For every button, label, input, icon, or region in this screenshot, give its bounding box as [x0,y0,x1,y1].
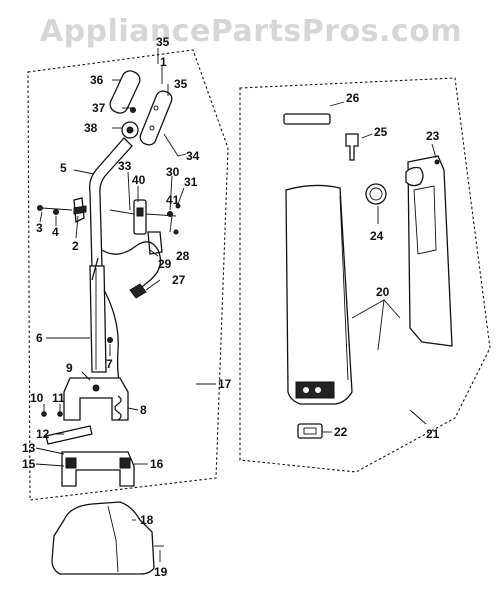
callout-4: 4 [52,225,59,239]
cord-hook [73,197,87,224]
screw [130,107,136,113]
callout-6: 6 [36,331,43,345]
callout-41: 41 [166,193,180,207]
lower-handle-tube [89,257,107,373]
callout-20: 20 [376,285,390,299]
callout-3: 3 [36,221,43,235]
callout-19: 19 [154,565,168,579]
callout-34: 34 [186,149,200,163]
handle-bracket [63,377,129,421]
watermark: AppliancePartsPros.com [39,14,463,49]
callout-13: 13 [22,441,36,455]
screw [57,411,63,417]
callout-21: 21 [426,427,440,441]
callout-5: 5 [60,161,67,175]
callout-11: 11 [52,391,65,405]
callout-38: 38 [84,121,98,135]
callout-15: 15 [22,457,36,471]
callout-28: 28 [176,249,190,263]
callout-35: 35 [174,77,188,91]
callout-27: 27 [172,273,186,287]
callout-31: 31 [184,175,198,189]
cord-clamp [147,229,179,255]
handle-grip [109,70,141,114]
callout-36: 36 [90,73,104,87]
callout-9: 9 [66,361,73,375]
dust-bag [285,184,353,405]
callout-22: 22 [334,425,348,439]
callout-18: 18 [140,513,154,527]
power-cord [101,241,162,399]
callout-2: 2 [72,239,79,253]
callout-23: 23 [426,129,440,143]
callout-16: 16 [150,457,164,471]
callout-33: 33 [118,159,132,173]
ball-joint [121,121,139,139]
callout-29: 29 [158,257,172,271]
callout-25: 25 [374,125,388,139]
screw [41,411,47,417]
handle-group-outline [27,49,229,501]
bag-adapter [297,423,323,439]
bag-ring [365,183,387,205]
base-bracket [61,451,135,487]
switch-assembly [109,199,181,235]
callout-12: 12 [36,427,50,441]
callout-35: 35 [156,35,170,49]
bag-bar [283,113,331,125]
callout-40: 40 [132,173,146,187]
callout-24: 24 [370,229,384,243]
callout-26: 26 [346,91,360,105]
base-cover [51,501,155,575]
screw [37,205,43,211]
callout-7: 7 [106,357,113,371]
screw [107,337,113,343]
bag-group-outline [239,77,491,473]
spring [114,395,122,421]
callout-1: 1 [160,55,167,69]
callout-17: 17 [218,377,232,391]
screw [53,209,59,215]
callout-8: 8 [140,403,147,417]
upper-handle-tube [88,137,133,269]
callout-37: 37 [92,101,106,115]
lever [45,425,93,445]
callout-10: 10 [30,391,44,405]
leader-lines [39,48,437,562]
outer-bag [405,155,453,347]
grip-sleeve [139,90,173,146]
callout-30: 30 [166,165,180,179]
bag-clip [345,133,359,161]
